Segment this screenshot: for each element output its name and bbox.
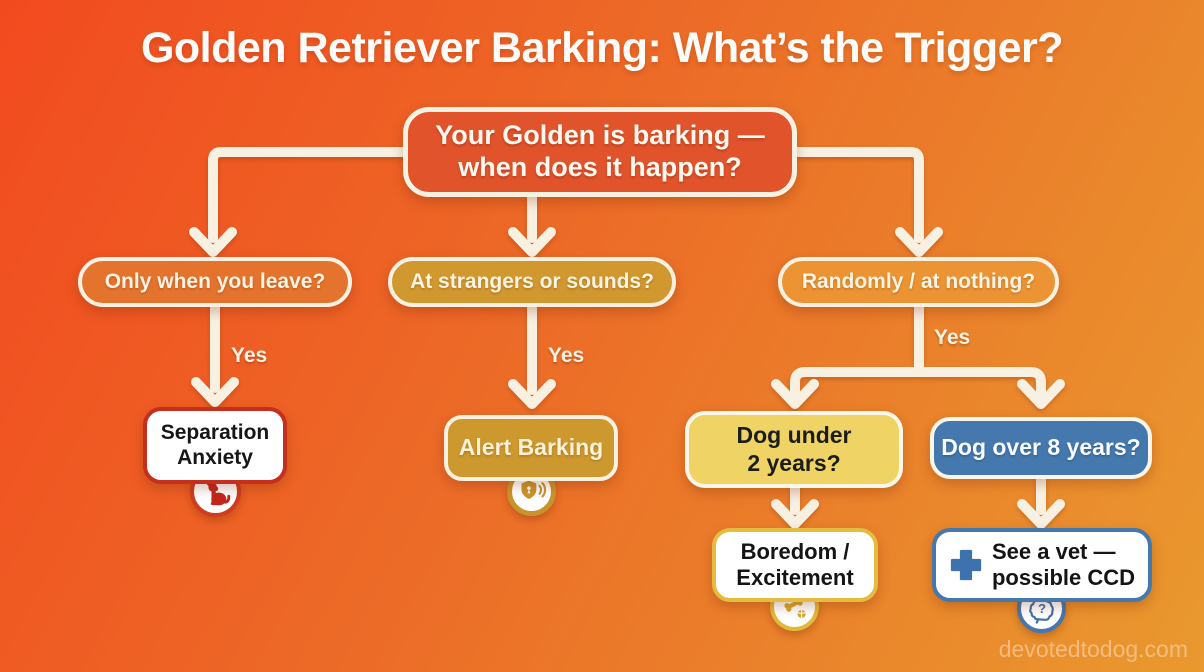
svg-text:?: ?	[1037, 601, 1045, 616]
arrowhead-icon	[771, 379, 819, 409]
question-label-line2: 2 years?	[747, 449, 841, 476]
question-dog-under-2-years: Dog under 2 years?	[685, 411, 903, 488]
outcome-alert-barking: Alert Barking	[444, 415, 618, 481]
question-label-line1: Dog under	[736, 422, 852, 449]
arrowhead-icon	[191, 377, 239, 407]
shield-sound-icon	[521, 480, 546, 499]
question-randomly-at-nothing: Randomly / at nothing?	[778, 257, 1059, 307]
root-question-line2: when does it happen?	[458, 152, 742, 182]
question-dog-over-8-years: Dog over 8 years?	[930, 417, 1152, 479]
outcome-label-line2: possible CCD	[991, 565, 1136, 590]
arrowhead-icon	[771, 499, 819, 529]
root-question-line1: Your Golden is barking —	[435, 120, 765, 151]
outcome-label-line1: See a vet —	[991, 539, 1116, 565]
watermark: devotedtodog.com	[998, 636, 1188, 662]
outcome-label: See a vet — possible CCD	[992, 539, 1135, 591]
edge-label-yes-random: Yes	[934, 326, 971, 349]
arrowhead-icon	[508, 227, 556, 257]
outcome-label-line2: Excitement	[736, 565, 854, 590]
outcome-separation-anxiety: Separation Anxiety	[143, 407, 287, 484]
outcome-boredom-excitement: Boredom / Excitement	[712, 528, 878, 602]
outcome-label-line1: Separation	[160, 420, 270, 444]
question-label: At strangers or sounds?	[410, 269, 654, 293]
medical-cross-icon	[950, 549, 982, 581]
question-at-strangers-or-sounds: At strangers or sounds?	[388, 257, 676, 307]
edge-root-leave	[208, 147, 409, 243]
page-title: Golden Retriever Barking: What’s the Tri…	[140, 24, 1064, 72]
arrowhead-icon	[189, 227, 237, 257]
question-only-when-you-leave: Only when you leave?	[78, 257, 352, 307]
arrowhead-icon	[1017, 379, 1065, 409]
arrowhead-icon	[1017, 499, 1065, 529]
question-label: Randomly / at nothing?	[801, 269, 1036, 293]
outcome-see-a-vet: See a vet — possible CCD	[932, 528, 1152, 602]
question-label: Dog over 8 years?	[941, 434, 1141, 461]
edge-random-split	[790, 367, 1046, 397]
outcome-label-line1: Boredom /	[740, 539, 850, 565]
edge-label-yes-strangers: Yes	[548, 344, 585, 367]
arrowhead-icon	[508, 379, 556, 409]
question-label: Only when you leave?	[104, 269, 326, 293]
outcome-label-line2: Anxiety	[177, 445, 253, 469]
outcome-label: Alert Barking	[458, 434, 604, 461]
edge-root-random	[791, 147, 924, 243]
root-question-node: Your Golden is barking — when does it ha…	[403, 107, 797, 197]
edge-label-yes-leave: Yes	[231, 344, 268, 367]
arrowhead-icon	[895, 227, 943, 257]
